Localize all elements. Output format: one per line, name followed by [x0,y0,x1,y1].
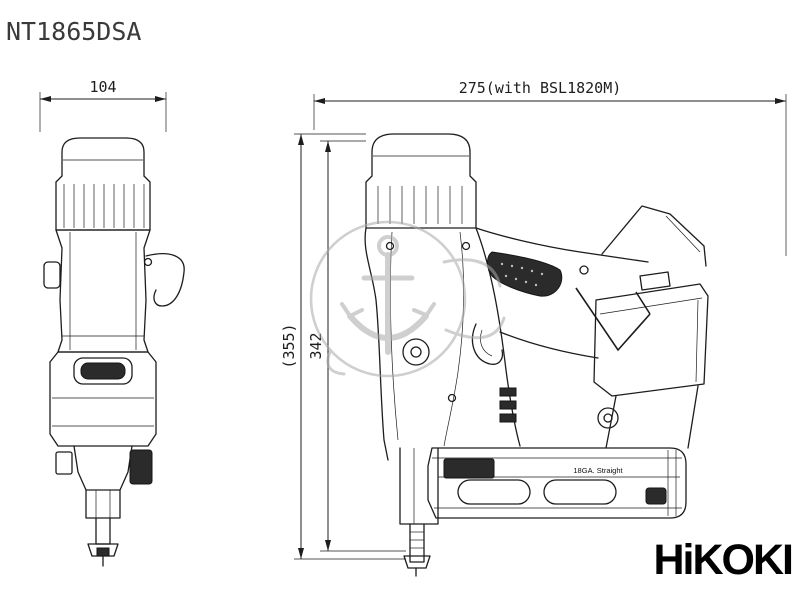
side-nose [399,447,439,577]
side-handle [475,227,649,359]
front-upper-body [55,229,151,353]
vent-slot [499,387,517,397]
side-length-label: 275(with BSL1820M) [459,79,622,97]
front-view-drawing [43,137,185,567]
magazine-slot [543,479,617,505]
side-rear-hook-top [601,205,707,267]
magazine: 18GA. Straight [427,447,687,519]
dimension-overall-height: (355) [280,133,406,560]
body-height-label: 342 [307,332,325,359]
magazine-bolt [597,407,619,429]
anchor-watermark-icon [309,220,506,378]
front-side-knob [43,261,61,289]
side-view-drawing: 18GA. Straight [364,133,709,577]
front-motor-cap [55,137,151,231]
magazine-slot [457,479,531,505]
vent-slot [499,400,517,410]
front-belt-hook [143,253,185,307]
battery-pack [593,271,709,397]
side-motor-cap [365,133,477,229]
dimension-body-height: 342 [307,140,406,552]
front-nose [85,489,121,567]
rear-bracket [597,385,699,449]
brand-logo: HiKOKI [654,536,793,584]
front-lower-body [55,445,153,491]
front-handle-block [49,351,157,447]
overall-height-label: (355) [280,323,298,368]
magazine-gauge-label: 18GA. Straight [573,466,623,475]
nail-pusher [443,458,495,479]
trigger [471,323,504,365]
grip-texture [487,251,563,297]
model-number: NT1865DSA [6,17,141,46]
front-width-label: 104 [89,78,116,96]
vent-slot [499,413,517,423]
depth-dial [402,338,430,366]
side-belt-hook [575,265,651,352]
dimension-front-width: 104 [39,78,167,132]
pusher-knob [645,487,667,505]
dimension-side-length: 275(with BSL1820M) [313,79,787,256]
